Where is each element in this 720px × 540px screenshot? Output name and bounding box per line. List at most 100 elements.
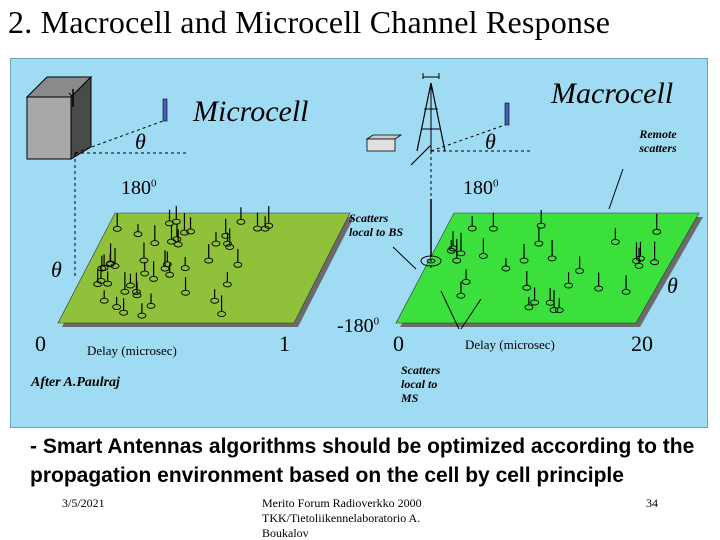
mobile-station-icon (365, 134, 403, 152)
main-scatter-peak (420, 199, 442, 267)
diagram-panel: Microcell Macrocell θ θ θ θ Remote scatt… (10, 58, 708, 428)
scatter-peak (536, 210, 546, 229)
scatter-peak (131, 272, 141, 295)
scatter-peak (211, 231, 221, 247)
scatter-peak (99, 290, 109, 304)
microcell-label: Microcell (193, 95, 309, 128)
axis-twenty-label: 20 (631, 331, 653, 356)
footer-center: Merito Forum Radioverkko 2000 TKK/Tietol… (262, 496, 422, 540)
scatter-peak (125, 273, 135, 289)
microcell-ray-line (74, 120, 164, 154)
scatter-peak (93, 269, 103, 288)
scatter-peak (181, 277, 190, 296)
bs-arrow-line (392, 246, 417, 270)
axis-zero-left-label: 0 (35, 331, 46, 356)
delay-left-label: Delay (microsec) (87, 343, 177, 358)
scatter-peak (233, 248, 243, 268)
scatter-peak (221, 218, 231, 239)
scatter-peak (650, 241, 660, 266)
scatter-peak (222, 272, 232, 288)
scatter-peak (171, 205, 181, 225)
scatter-peak (96, 266, 106, 284)
theta-macrocell-label: θ (485, 129, 496, 154)
scatter-peak (112, 296, 122, 310)
axis-one-label: 1 (279, 331, 290, 356)
scatter-peak (522, 271, 532, 291)
scatter-peak (103, 271, 113, 287)
ms-arrow-line (410, 144, 432, 166)
remote-arrow-line (608, 168, 624, 210)
scatter-peak (119, 298, 129, 316)
scatter-peak (162, 251, 172, 268)
scatter-peak (165, 263, 175, 278)
tower-icon (416, 73, 446, 152)
scatter-peak (652, 213, 662, 235)
macrocell-response-plane (395, 212, 700, 324)
footer-date: 3/5/2021 (62, 496, 105, 510)
scatter-peak (467, 216, 477, 232)
scatter-peak (636, 241, 645, 262)
scatter-peak (133, 224, 143, 238)
scatter-peak (621, 275, 631, 295)
footer-page-number: 34 (646, 496, 658, 510)
theta-left-axis-label: θ (51, 257, 62, 282)
scatter-peak (594, 272, 604, 292)
macrocell-antenna-icon (504, 102, 510, 126)
scatter-marks-group (93, 205, 662, 319)
scatter-peak (524, 296, 534, 311)
scatter-peak (461, 269, 471, 285)
building-icon (25, 75, 93, 160)
scatter-peak (519, 244, 529, 264)
scatter-peak (146, 293, 156, 309)
scatter-peak (150, 225, 160, 247)
microcell-antenna-icon (162, 98, 168, 122)
scatter-peak (575, 256, 585, 274)
theta-right-axis-label: θ (667, 273, 678, 298)
scatter-peak (204, 244, 214, 264)
scatters-ms-label: Scatters local to MS (401, 363, 441, 405)
deg-180-left-label: 1800 (121, 177, 157, 199)
macrocell-ray-line (430, 124, 506, 152)
theta-microcell-label: θ (135, 129, 146, 154)
scatter-peak (452, 238, 462, 264)
macrocell-label: Macrocell (551, 77, 674, 110)
scatter-peak (139, 242, 149, 264)
scatter-peak (110, 248, 120, 269)
scatter-peak (260, 216, 270, 232)
microcell-response-plane (57, 212, 351, 324)
attribution-label: After A.Paulraj (31, 375, 120, 390)
delay-right-label: Delay (microsec) (465, 337, 555, 352)
scatter-peak (140, 261, 150, 277)
ms-label-arrow-line-2 (460, 298, 482, 330)
scatter-peak (478, 238, 488, 259)
scatter-peak (545, 287, 555, 306)
scatter-peak (120, 272, 130, 295)
scatter-peak (446, 240, 456, 254)
scatter-peak (530, 287, 540, 306)
scatter-peak (180, 256, 190, 272)
scatter-peak (564, 272, 574, 289)
scatter-peak (137, 303, 147, 319)
scatters-bs-label: Scatters local to BS (349, 211, 404, 239)
remote-scatters-label: Remote scatters (639, 127, 677, 155)
slide-title: 2. Macrocell and Microcell Channel Respo… (8, 4, 611, 40)
scatter-peak (534, 227, 544, 247)
scatter-peak (167, 224, 176, 245)
scatter-peak (149, 261, 159, 282)
deg-180-right-label: 1800 (463, 177, 499, 199)
scatter-peak (488, 212, 498, 232)
scatter-peak (210, 289, 220, 304)
bullet-text: - Smart Antennas algorithms should be op… (30, 435, 695, 487)
scatter-peak (236, 207, 246, 225)
deg-neg180-label: -1800 (337, 315, 380, 337)
scatter-peak (610, 228, 620, 245)
scatter-peak (99, 254, 109, 271)
scatter-peak (186, 217, 195, 235)
scatter-peak (547, 239, 557, 262)
scatter-peak (179, 213, 189, 236)
scatter-peak (217, 295, 227, 317)
scatter-peak (501, 258, 511, 272)
scatter-peak (456, 281, 466, 299)
axis-zero-right-label: 0 (393, 331, 404, 356)
scatter-peak (549, 290, 559, 314)
